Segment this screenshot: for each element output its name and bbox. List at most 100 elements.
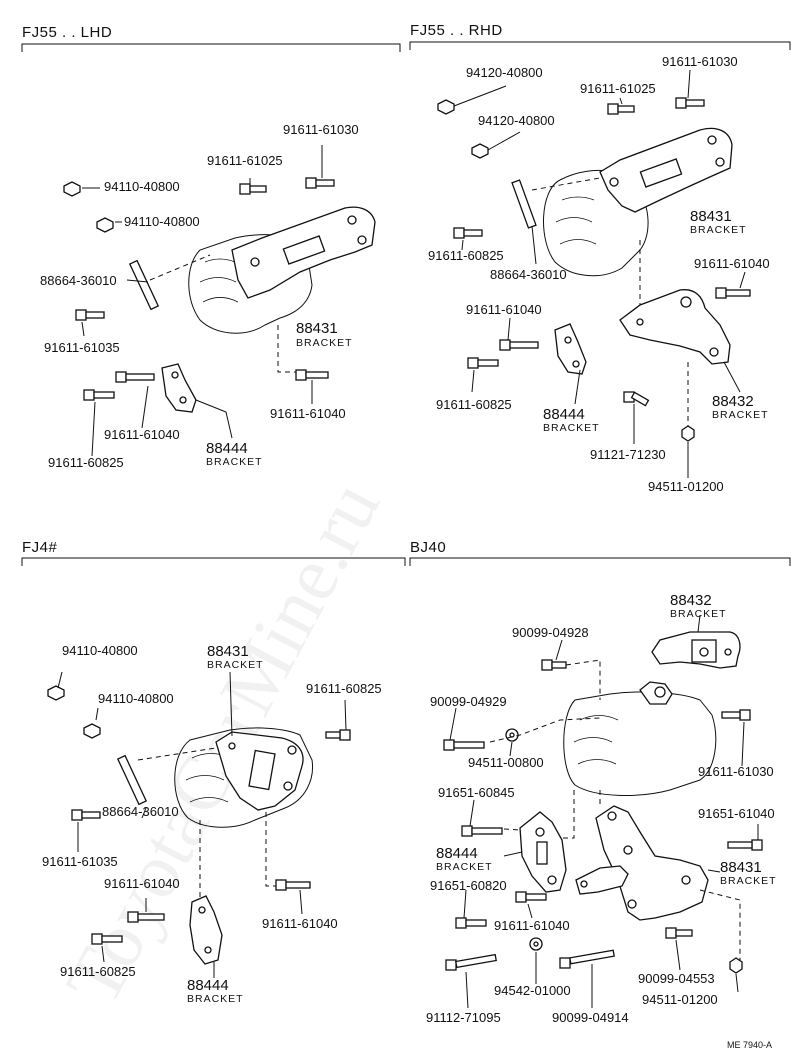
section-bj40: 88432 BRACKET 90099-04928 90099-04929 94… [426, 592, 777, 1025]
bolt-icon [559, 949, 615, 969]
stud-bolt-icon [128, 259, 160, 311]
bolt-icon [453, 227, 483, 239]
part-number-label: 91611-61040 [262, 916, 338, 931]
part-number-label: 91611-61040 [104, 427, 180, 442]
bracket-88431 [215, 731, 304, 811]
part-number-label: 88431 [207, 643, 249, 660]
part-number-label: 91611-61040 [104, 876, 180, 891]
nut-icon [729, 957, 743, 974]
bolt-icon [71, 809, 101, 821]
part-number-label: 88664-36010 [490, 267, 567, 282]
bolt-icon [715, 287, 751, 299]
washer-icon [529, 937, 543, 951]
bracket-88431 [599, 127, 733, 213]
section-title: BJ40 [410, 539, 446, 556]
section-fj55-lhd-header: FJ55 . . LHD [21, 24, 401, 52]
nut-icon [83, 723, 101, 739]
section-fj55-rhd-header: FJ55 . . RHD [409, 22, 791, 50]
part-number-label: 91611-61040 [466, 302, 542, 317]
part-name-label: BRACKET [712, 409, 769, 421]
part-number-label: 94542-01000 [494, 983, 571, 998]
part-number-label: 94120-40800 [466, 65, 543, 80]
part-number-label: 88432 [670, 592, 712, 609]
bracket-88444 [161, 363, 197, 413]
part-number-label: 91112-71095 [426, 1010, 501, 1025]
bolt-icon [665, 927, 693, 939]
compressor-outline [563, 681, 717, 796]
bolt-icon [455, 917, 487, 929]
document-code: ME 7940-A [727, 1040, 772, 1050]
bolt-icon [325, 729, 351, 741]
part-number-label: 88664-36010 [40, 273, 117, 288]
bolt-icon [623, 391, 650, 407]
section-bracket-line [409, 557, 791, 566]
part-number-label: 91611-60825 [436, 397, 512, 412]
nut-icon [96, 217, 114, 233]
washer-icon [505, 728, 519, 742]
bolt-icon [305, 177, 335, 189]
part-name-label: BRACKET [690, 224, 747, 236]
part-number-label: 88444 [543, 406, 585, 423]
part-number-label: 90099-04914 [552, 1010, 629, 1025]
part-number-label: 91651-60820 [430, 878, 507, 893]
bracket-88432 [651, 631, 741, 669]
part-number-label: 94511-01200 [648, 479, 724, 494]
bracket-88431 [231, 206, 376, 299]
nut-icon [681, 425, 695, 442]
bolt-icon [75, 309, 105, 321]
section-title: FJ55 . . RHD [410, 22, 503, 39]
part-name-label: BRACKET [436, 861, 493, 873]
part-number-label: 91611-60825 [48, 455, 124, 470]
part-number-label: 91121-71230 [590, 447, 666, 462]
part-name-label: BRACKET [296, 337, 353, 349]
part-number-label: 88444 [206, 440, 248, 457]
part-number-label: 88431 [296, 320, 338, 337]
part-number-label: 91611-60825 [428, 248, 504, 263]
section-bj40-header: BJ40 [409, 539, 791, 566]
part-number-label: 91651-60845 [438, 785, 515, 800]
part-number-label: 90099-04553 [638, 971, 715, 986]
stud-bolt-icon [116, 754, 148, 806]
bracket-88444 [519, 811, 567, 893]
section-fj4: 94110-40800 94110-40800 88431 BRACKET 91… [42, 643, 382, 1005]
part-number-label: 90099-04928 [512, 625, 589, 640]
part-number-label: 88444 [436, 845, 478, 862]
bracket-88431 [575, 805, 709, 921]
part-number-label: 94110-40800 [104, 179, 180, 194]
bolt-icon [499, 339, 539, 351]
part-number-label: 88664-36010 [102, 804, 179, 819]
bolt-icon [721, 709, 751, 721]
bolt-icon [443, 739, 485, 751]
bolt-icon [727, 839, 763, 851]
bolt-icon [515, 891, 547, 903]
part-number-label: 91611-60825 [306, 681, 382, 696]
section-title: FJ55 . . LHD [22, 24, 112, 41]
part-number-label: 94110-40800 [62, 643, 138, 658]
part-number-label: 91611-61035 [44, 340, 120, 355]
part-name-label: BRACKET [187, 993, 244, 1005]
part-name-label: BRACKET [720, 875, 777, 887]
bolt-icon [461, 825, 503, 837]
part-number-label: 91611-61035 [42, 854, 118, 869]
part-number-label: 88444 [187, 977, 229, 994]
part-number-label: 94511-00800 [468, 755, 544, 770]
part-number-label: 90099-04929 [430, 694, 507, 709]
bolt-icon [239, 183, 267, 195]
bracket-88444 [189, 895, 223, 965]
bolt-icon [541, 659, 567, 671]
bracket-88444 [554, 323, 587, 375]
bolt-icon [127, 911, 165, 923]
section-fj55-lhd: 94110-40800 94110-40800 91611-61025 9161… [40, 122, 376, 470]
part-number-label: 91651-61040 [698, 806, 775, 821]
part-number-label: 91611-61030 [698, 764, 774, 779]
part-number-label: 91611-61025 [580, 81, 656, 96]
bolt-icon [83, 389, 115, 401]
bracket-88432 [619, 289, 731, 365]
part-number-label: 88431 [720, 859, 762, 876]
nut-icon [471, 143, 489, 159]
nut-icon [63, 181, 81, 197]
part-number-label: 91611-60825 [60, 964, 136, 979]
stud-bolt-icon [511, 179, 537, 229]
part-name-label: BRACKET [543, 422, 600, 434]
part-number-label: 91611-61040 [694, 256, 770, 271]
